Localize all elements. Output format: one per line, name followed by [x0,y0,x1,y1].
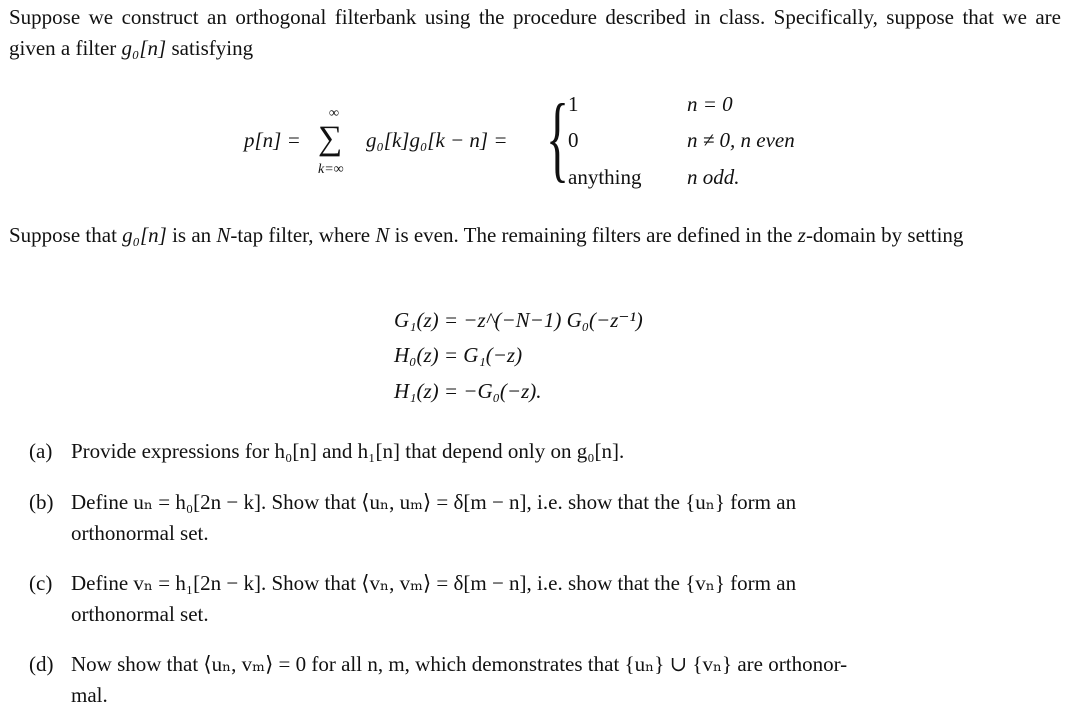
part-b: (b) Define uₙ = h₀[2n − k]. Show that ⟨uₙ… [29,487,1065,549]
part-b-continuation: orthonormal set. [71,521,209,545]
part-b-label: (b) [29,490,54,514]
para2-text-4: is even. The remaining filters are defin… [389,223,798,247]
case-1-value: 1 [568,92,579,116]
para2-text-5: -domain by setting [805,223,964,247]
part-c: (c) Define vₙ = h₁[2n − k]. Show that ⟨vₙ… [29,568,1065,630]
part-a-label: (a) [29,439,53,463]
para2-text-1: Suppose that [9,223,123,247]
part-c-continuation: orthonormal set. [71,602,209,626]
part-d-continuation: mal. [71,683,108,707]
case-1-condition: n = 0 [687,92,733,116]
sum-symbol: ∑ [318,120,343,157]
intro-g0: g₀[n] [121,36,167,60]
part-c-label: (c) [29,571,53,595]
part-b-text: Define uₙ = h₀[2n − k]. Show that ⟨uₙ, u… [71,490,797,514]
filter-paragraph: Suppose that g₀[n] is an N-tap filter, w… [9,220,1061,251]
part-d-text: Now show that ⟨uₙ, vₘ⟩ = 0 for all n, m,… [71,652,848,676]
sum-lower-limit: k=∞ [318,162,344,177]
case-3-condition: n odd. [687,165,740,189]
equation-G1: G₁(z) = −z^(−N−1) G₀(−z⁻¹) [394,308,643,332]
case-2-condition: n ≠ 0, n even [687,128,795,152]
para2-g0: g₀[n] [122,223,167,247]
equation-H0: H₀(z) = G₁(−z) [394,343,523,367]
eq1-body: g₀[k]g₀[k − n] = [366,128,508,152]
part-a-text: Provide expressions for h₀[n] and h₁[n] … [71,439,625,463]
eq1-lhs: p[n] = [244,128,301,152]
part-d-label: (d) [29,652,54,676]
equation-H1: H₁(z) = −G₀(−z). [394,379,542,403]
part-d: (d) Now show that ⟨uₙ, vₘ⟩ = 0 for all n,… [29,649,1065,711]
sum-upper-limit: ∞ [329,106,339,121]
intro-paragraph: Suppose we construct an orthogonal filte… [9,2,1061,64]
para2-z: z [797,223,806,247]
case-3-value: anything [568,165,642,189]
part-a: (a) Provide expressions for h₀[n] and h₁[… [29,436,1065,467]
case-2-value: 0 [568,128,579,152]
cases-brace: { [546,84,570,191]
para2-text-2: is an [166,223,217,247]
para2-N: N [216,223,231,247]
intro-text-1: Suppose we construct an orthogonal filte… [9,5,1061,60]
intro-text-2: satisfying [166,36,254,60]
part-c-text: Define vₙ = h₁[2n − k]. Show that ⟨vₙ, v… [71,571,797,595]
para2-N2: N [375,223,390,247]
para2-text-3: -tap filter, where [230,223,376,247]
